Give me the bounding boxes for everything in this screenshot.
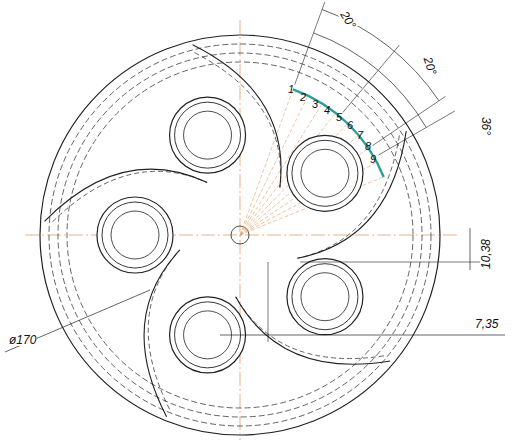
tube-hole	[175, 102, 241, 168]
point-number: 4	[323, 105, 331, 116]
tube-hole	[111, 211, 159, 259]
axis-line	[25, 235, 460, 236]
axis-line	[240, 20, 241, 440]
point-number: 9	[369, 154, 377, 165]
extension-line	[268, 262, 269, 342]
dashed-ring	[67, 62, 413, 408]
tube-hole	[287, 259, 363, 335]
leader-line	[5, 290, 150, 352]
angle-dimension	[314, 33, 379, 70]
dashed-ring	[49, 44, 431, 426]
dimension-text: 20°	[421, 55, 439, 78]
extension-line	[295, 2, 325, 85]
tube-hole	[184, 111, 232, 159]
dimension-text: 7,35	[474, 318, 499, 330]
tube-hole	[301, 149, 349, 197]
dimension-line	[470, 228, 471, 270]
angle-dimension	[378, 70, 426, 127]
tube-hole	[170, 97, 246, 173]
point-number: 8	[364, 141, 372, 152]
point-number: 3	[311, 99, 319, 110]
point-number: 1	[287, 84, 295, 95]
tube-hole	[301, 273, 349, 321]
tube-hole	[292, 264, 358, 330]
extension-line	[343, 45, 400, 112]
dimension-line	[220, 335, 505, 336]
outer-circle	[40, 35, 440, 435]
tube-hole	[287, 135, 363, 211]
point-number: 5	[335, 112, 343, 123]
point-number: 6	[346, 120, 354, 131]
dimension-text: 20°	[338, 8, 359, 31]
construction-line	[240, 89, 293, 235]
tube-hole	[102, 202, 168, 268]
tube-hole	[97, 197, 173, 273]
point-number: 2	[299, 92, 307, 103]
dimension-text: 10,38	[480, 238, 492, 270]
extension-line	[379, 111, 455, 155]
tube-hole	[292, 140, 358, 206]
point-number: 7	[356, 130, 364, 141]
dimension-text: ø170	[8, 334, 37, 346]
angle-dimension	[322, 9, 439, 100]
dimension-text: 36°	[480, 116, 492, 136]
dashed-ring	[58, 53, 422, 417]
extension-line	[300, 262, 490, 263]
profile-arc	[293, 89, 384, 177]
extension-line	[373, 96, 446, 145]
